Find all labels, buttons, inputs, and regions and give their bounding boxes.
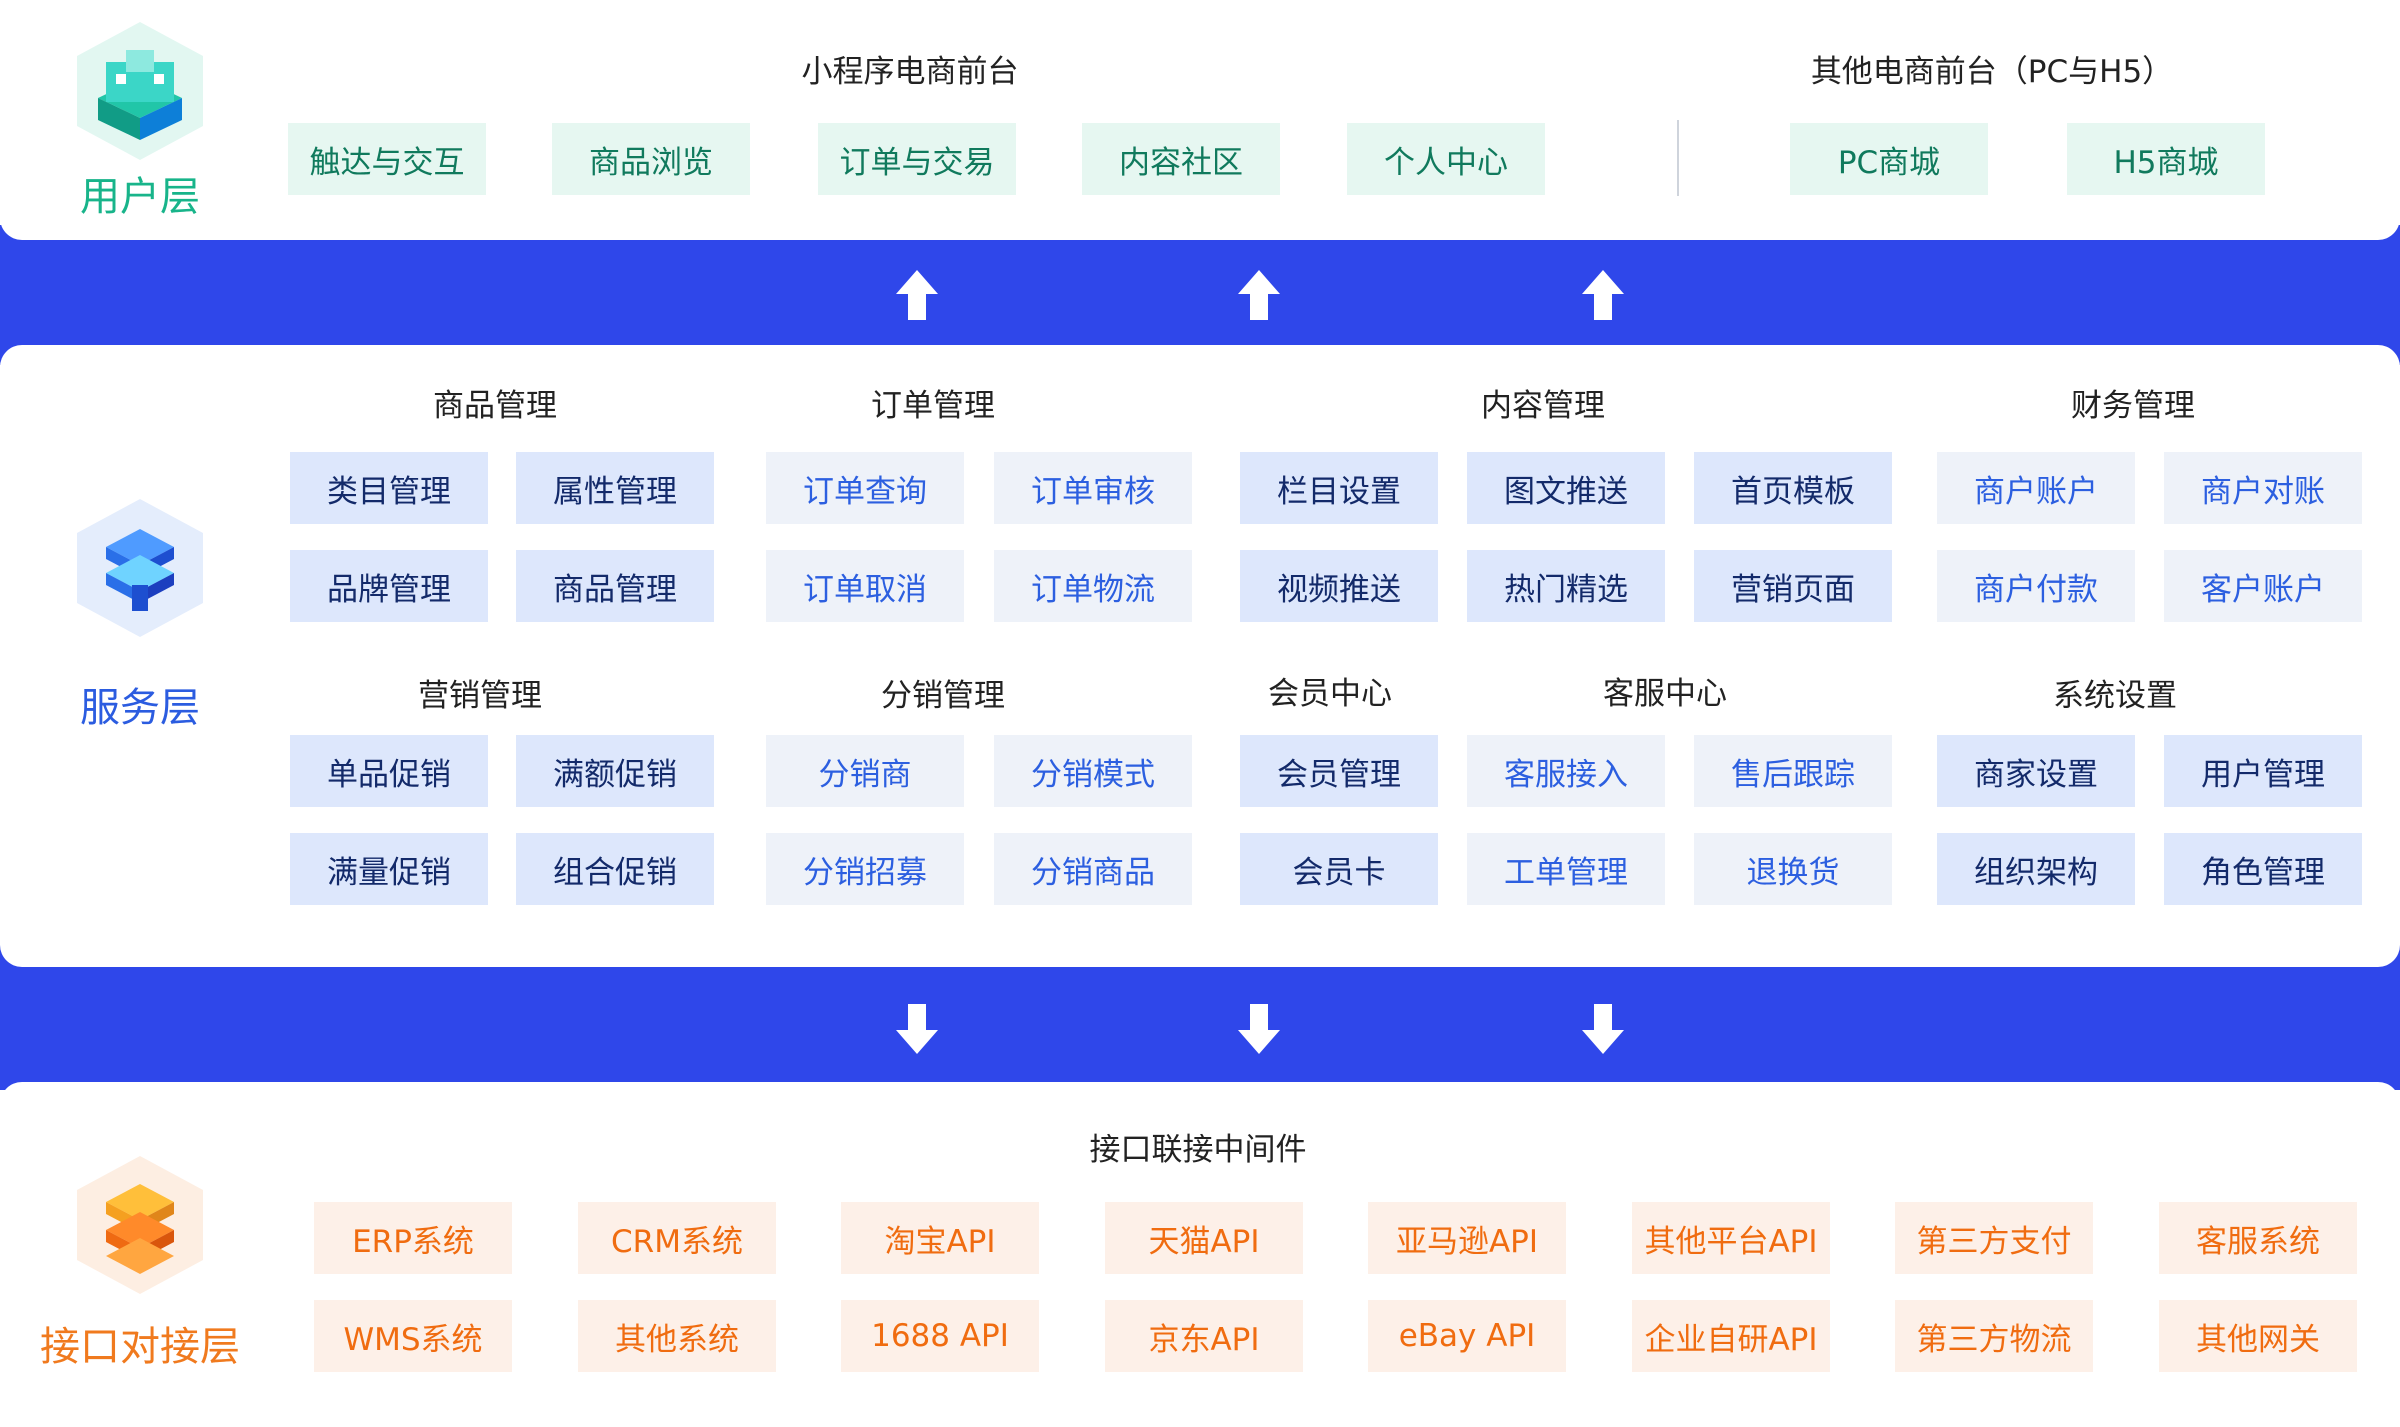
layered-stack-icon [77,499,203,637]
interface-item[interactable]: 1688 API [841,1300,1039,1372]
service-item[interactable]: 单品促销 [290,735,488,807]
arrow-up-icon [896,270,938,320]
service-item[interactable]: 类目管理 [290,452,488,524]
user-item-reach[interactable]: 触达与交互 [288,123,486,195]
interface-item[interactable]: CRM系统 [578,1202,776,1274]
user-item-community[interactable]: 内容社区 [1082,123,1280,195]
service-item[interactable]: 用户管理 [2164,735,2362,807]
user-item-order[interactable]: 订单与交易 [818,123,1016,195]
interface-item[interactable]: 第三方物流 [1895,1300,2093,1372]
service-item[interactable]: 退换货 [1694,833,1892,905]
arrow-down-icon [896,1004,938,1054]
service-item[interactable]: 分销模式 [994,735,1192,807]
interface-item[interactable]: 客服系统 [2159,1202,2357,1274]
interface-item[interactable]: 企业自研API [1632,1300,1830,1372]
group-title-marketing: 营销管理 [418,678,542,714]
service-item[interactable]: 视频推送 [1240,550,1438,622]
service-item[interactable]: 订单查询 [766,452,964,524]
user-layer-label: 用户层 [80,174,200,220]
group-title-member: 会员中心 [1268,676,1392,712]
service-item[interactable]: 会员卡 [1240,833,1438,905]
service-item[interactable]: 属性管理 [516,452,714,524]
group-title-finance: 财务管理 [2071,388,2195,424]
interface-item[interactable]: 第三方支付 [1895,1202,2093,1274]
group-title-order: 订单管理 [871,388,995,424]
service-item[interactable]: 分销商 [766,735,964,807]
service-item[interactable]: 组合促销 [516,833,714,905]
arrow-up-icon [1238,270,1280,320]
interface-item[interactable]: 其他平台API [1632,1202,1830,1274]
group-title-system: 系统设置 [2053,678,2177,714]
interface-item[interactable]: 天猫API [1105,1202,1303,1274]
frontend-divider [1677,120,1679,196]
service-item[interactable]: 满量促销 [290,833,488,905]
user-item-h5-mall[interactable]: H5商城 [2067,123,2265,195]
service-item[interactable]: 会员管理 [1240,735,1438,807]
user-item-personal[interactable]: 个人中心 [1347,123,1545,195]
user-item-pc-mall[interactable]: PC商城 [1790,123,1988,195]
service-item[interactable]: 首页模板 [1694,452,1892,524]
service-item[interactable]: 订单取消 [766,550,964,622]
service-item[interactable]: 角色管理 [2164,833,2362,905]
service-item[interactable]: 分销招募 [766,833,964,905]
interface-item[interactable]: 其他系统 [578,1300,776,1372]
service-item[interactable]: 满额促销 [516,735,714,807]
service-item[interactable]: 订单物流 [994,550,1192,622]
other-frontend-title: 其他电商前台（PC与H5） [1810,54,2174,90]
interface-layer-label: 接口对接层 [40,1324,240,1370]
interface-item[interactable]: 其他网关 [2159,1300,2357,1372]
group-title-content: 内容管理 [1481,388,1605,424]
service-item[interactable]: 营销页面 [1694,550,1892,622]
interface-item[interactable]: 亚马逊API [1368,1202,1566,1274]
arrow-up-icon [1582,270,1624,320]
service-layer-panel: 服务层 商品管理 订单管理 内容管理 财务管理 营销管理 分销管理 会员中心 客… [0,345,2400,967]
user-item-browse[interactable]: 商品浏览 [552,123,750,195]
service-item[interactable]: 客户账户 [2164,550,2362,622]
service-item[interactable]: 分销商品 [994,833,1192,905]
service-item[interactable]: 商家设置 [1937,735,2135,807]
interface-item[interactable]: 京东API [1105,1300,1303,1372]
service-item[interactable]: 客服接入 [1467,735,1665,807]
arrow-down-icon [1582,1004,1624,1054]
top-connector-band [0,225,2400,365]
service-layer-label: 服务层 [80,685,200,731]
service-item[interactable]: 栏目设置 [1240,452,1438,524]
cube-building-icon [77,22,203,160]
interface-layer-panel: 接口对接层 接口联接中间件 ERP系统 CRM系统 淘宝API 天猫API 亚马… [0,1082,2400,1427]
user-layer-panel: 用户层 小程序电商前台 其他电商前台（PC与H5） 触达与交互 商品浏览 订单与… [0,0,2400,240]
service-item[interactable]: 图文推送 [1467,452,1665,524]
group-title-product: 商品管理 [433,388,557,424]
middleware-title: 接口联接中间件 [1089,1132,1307,1168]
service-item[interactable]: 商户对账 [2164,452,2362,524]
service-item[interactable]: 商品管理 [516,550,714,622]
interface-item[interactable]: WMS系统 [314,1300,512,1372]
miniprogram-frontend-title: 小程序电商前台 [801,54,1019,90]
service-item[interactable]: 售后跟踪 [1694,735,1892,807]
interface-item[interactable]: eBay API [1368,1300,1566,1372]
service-item[interactable]: 热门精选 [1467,550,1665,622]
stacked-layers-icon [77,1156,203,1294]
group-title-service: 客服中心 [1603,676,1727,712]
group-title-distribution: 分销管理 [881,678,1005,714]
service-item[interactable]: 品牌管理 [290,550,488,622]
service-item[interactable]: 组织架构 [1937,833,2135,905]
arrow-down-icon [1238,1004,1280,1054]
service-item[interactable]: 工单管理 [1467,833,1665,905]
service-item[interactable]: 商户账户 [1937,452,2135,524]
service-item[interactable]: 订单审核 [994,452,1192,524]
service-item[interactable]: 商户付款 [1937,550,2135,622]
interface-item[interactable]: ERP系统 [314,1202,512,1274]
interface-item[interactable]: 淘宝API [841,1202,1039,1274]
